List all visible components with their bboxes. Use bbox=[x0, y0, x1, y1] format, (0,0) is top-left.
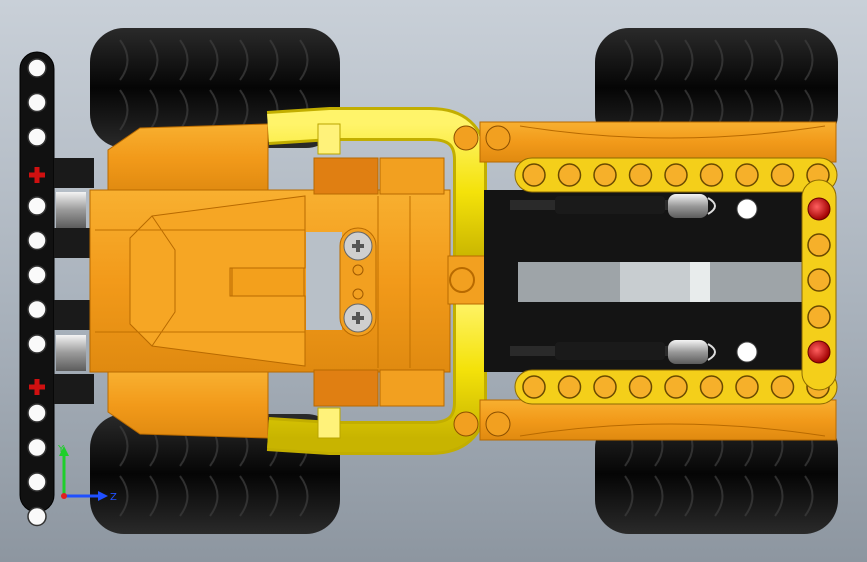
rear-block-bottom bbox=[54, 300, 90, 330]
tube-joint bbox=[447, 255, 489, 305]
beam-hole bbox=[557, 163, 582, 187]
rear-block-top bbox=[54, 228, 90, 258]
x-axis-dot bbox=[61, 493, 67, 499]
beam-hole bbox=[593, 375, 617, 399]
beam-hole bbox=[593, 163, 617, 187]
front-frame[interactable] bbox=[453, 121, 837, 441]
beam-hole bbox=[27, 92, 47, 113]
tire-front-bottom[interactable] bbox=[595, 414, 838, 534]
beam-hole bbox=[807, 268, 831, 292]
beam-hole bbox=[699, 375, 724, 399]
cylinder-bottom[interactable] bbox=[510, 340, 758, 364]
red-pin-bottom[interactable] bbox=[807, 340, 831, 364]
beam-hole bbox=[807, 305, 831, 329]
beam-hole bbox=[27, 196, 47, 216]
axis-triad: Y Z bbox=[57, 444, 117, 503]
front-beam-top[interactable] bbox=[514, 157, 838, 193]
beam-hole bbox=[27, 299, 47, 320]
beam-hole bbox=[628, 163, 653, 187]
rear-axle-top bbox=[56, 192, 86, 228]
beam-hole bbox=[628, 375, 653, 399]
front-beam-bottom[interactable] bbox=[514, 369, 838, 405]
beam-hole bbox=[27, 334, 47, 354]
tire-front-top[interactable] bbox=[595, 28, 838, 148]
z-axis-arrowhead bbox=[98, 491, 108, 501]
rear-liftarm[interactable] bbox=[19, 51, 55, 527]
beam-hole bbox=[807, 233, 831, 257]
rear-axle-bottom bbox=[56, 335, 86, 371]
beam-hole bbox=[27, 58, 47, 78]
side-panel-top bbox=[313, 157, 379, 195]
rear-connector-bottom[interactable] bbox=[54, 374, 94, 404]
y-axis-label: Y bbox=[57, 444, 65, 455]
beam-hole bbox=[522, 163, 546, 187]
z-axis-label: Z bbox=[110, 492, 117, 503]
cylinder-top[interactable] bbox=[510, 194, 758, 220]
chassis-body[interactable] bbox=[89, 123, 451, 439]
beam-hole bbox=[27, 506, 47, 527]
beam-hole bbox=[522, 375, 546, 399]
beam-hole bbox=[27, 230, 47, 251]
beam-hole bbox=[770, 375, 795, 399]
beam-hole bbox=[770, 163, 795, 187]
red-cross-pin-bottom[interactable] bbox=[29, 379, 45, 395]
beam-hole bbox=[664, 163, 688, 187]
beam-hole bbox=[735, 163, 759, 187]
beam-hole bbox=[27, 403, 47, 423]
beam-hole bbox=[27, 437, 47, 458]
beam-hole bbox=[27, 472, 47, 492]
center-liftarm[interactable] bbox=[339, 227, 377, 337]
y-axis-arrowhead bbox=[59, 446, 69, 456]
beam-hole bbox=[27, 265, 47, 285]
front-beam-vertical[interactable] bbox=[801, 179, 837, 391]
beam-hole bbox=[664, 375, 688, 399]
beam-hole bbox=[735, 375, 759, 399]
beam-hole bbox=[557, 375, 582, 399]
rear-connector-top[interactable] bbox=[54, 158, 94, 188]
beam-hole bbox=[27, 127, 47, 147]
red-pin-top[interactable] bbox=[807, 197, 831, 221]
side-panel-bottom bbox=[313, 369, 379, 407]
red-cross-pin-top[interactable] bbox=[29, 167, 45, 183]
beam-hole bbox=[699, 163, 724, 187]
